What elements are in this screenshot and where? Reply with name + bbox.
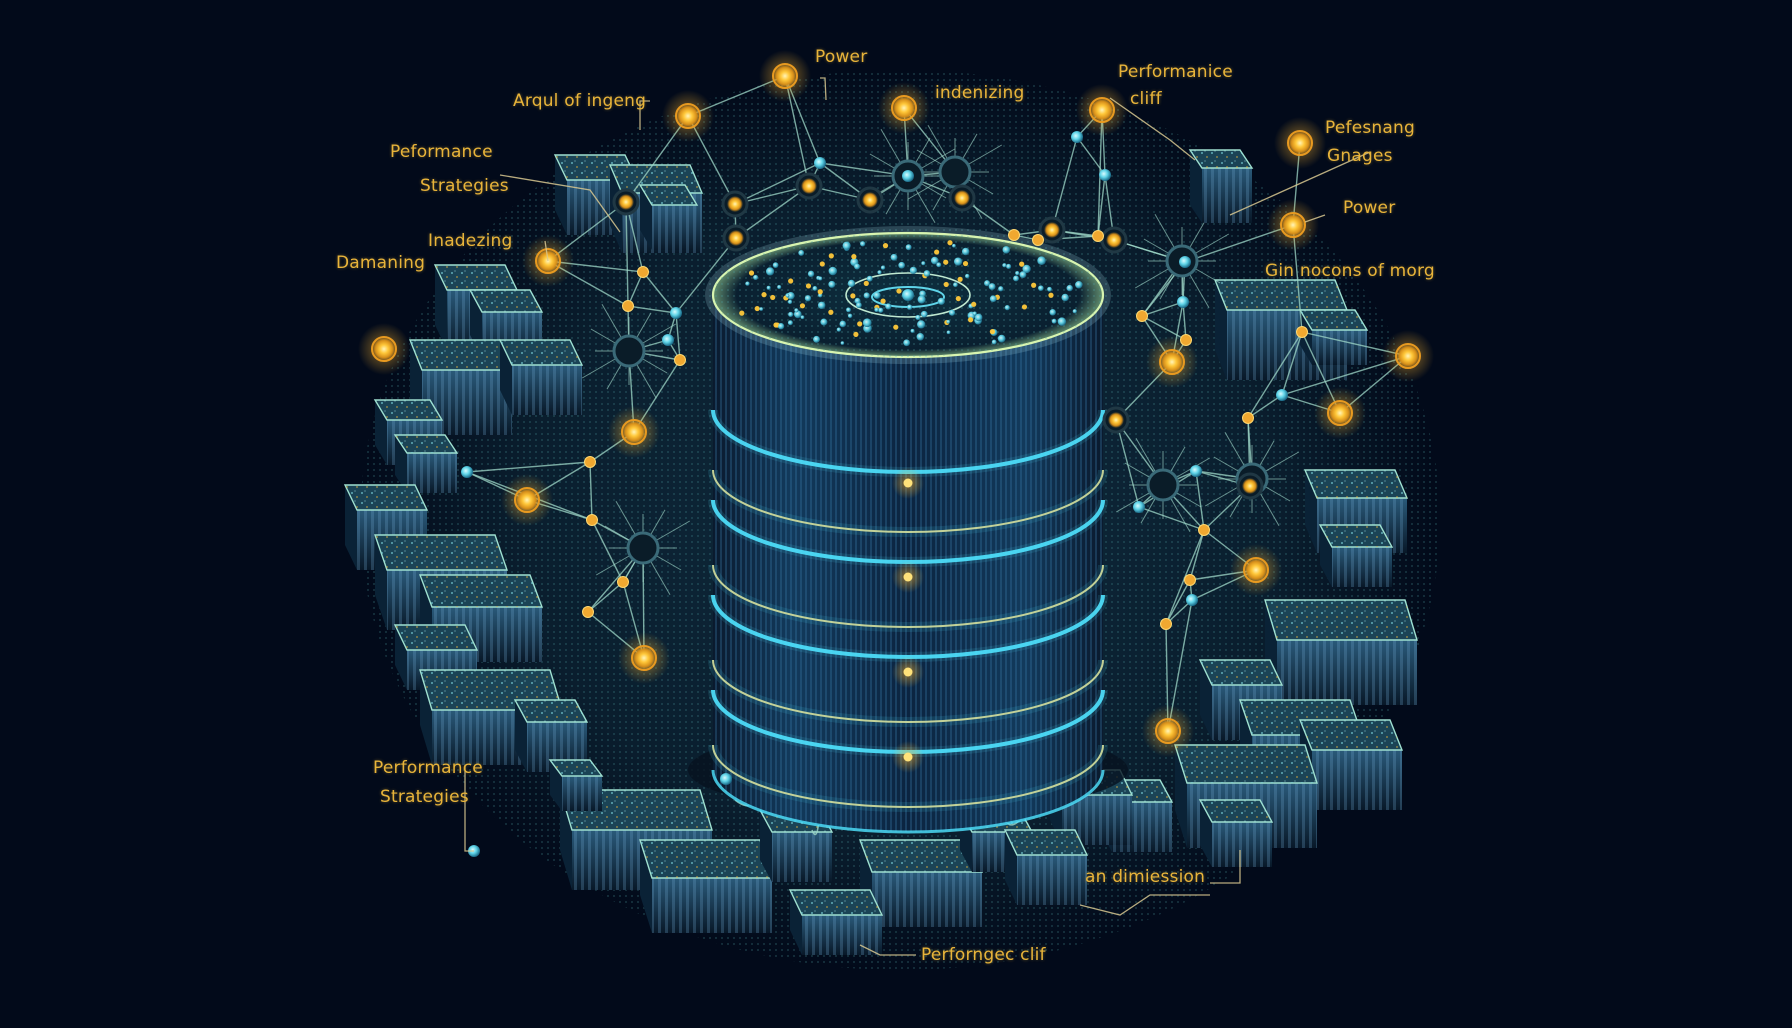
label-power-top: Power: [815, 45, 867, 69]
glowing-node-icon: [878, 82, 930, 134]
label-gnages: Gnages: [1327, 144, 1393, 168]
small-node-icon: [618, 577, 629, 588]
label-performance-bottom: Performance: [373, 756, 483, 780]
server-block: [1200, 800, 1272, 867]
small-node-icon: [675, 355, 686, 366]
small-node-icon: [1243, 413, 1254, 424]
small-node-icon: [1181, 335, 1192, 346]
label-gin-nocons: Gin nocons of morg: [1265, 259, 1435, 283]
hub-node-icon: [940, 157, 970, 187]
cyan-node-icon: [1190, 465, 1202, 477]
small-node-icon: [583, 607, 594, 618]
ringed-node-icon: [797, 174, 821, 198]
server-block: [1190, 150, 1252, 223]
label-strategies-bottom: Strategies: [380, 785, 469, 809]
small-node-icon: [1161, 619, 1172, 630]
glowing-node-icon: [608, 406, 660, 458]
small-node-icon: [1137, 311, 1148, 322]
glowing-node-icon: [662, 90, 714, 142]
server-block: [1300, 310, 1367, 365]
cyan-node-icon: [461, 466, 473, 478]
cyan-node-icon: [1179, 256, 1191, 268]
status-lamp-icon: [904, 753, 913, 762]
glowing-node-icon: [1230, 544, 1282, 596]
status-lamp-icon: [904, 573, 913, 582]
server-block: [640, 185, 697, 250]
label-peformance: Peformance: [390, 140, 493, 164]
status-lamp-icon: [904, 668, 913, 677]
label-inadezing: Inadezing: [428, 229, 512, 253]
ringed-node-icon: [950, 186, 974, 210]
glowing-node-icon: [358, 323, 410, 375]
cyan-node-icon: [720, 773, 732, 785]
glowing-node-icon: [618, 632, 670, 684]
small-node-icon: [585, 457, 596, 468]
hub-node-icon: [628, 533, 658, 563]
glowing-node-icon: [1274, 117, 1326, 169]
glowing-node-icon: [759, 50, 811, 102]
label-an-dimiession: an dimiession: [1085, 865, 1205, 889]
glowing-node-icon: [1267, 199, 1319, 251]
small-node-icon: [1185, 575, 1196, 586]
glowing-node-icon: [1314, 387, 1366, 439]
server-block: [1265, 600, 1417, 705]
label-indenizing: indenizing: [935, 81, 1024, 105]
small-node-icon: [638, 267, 649, 278]
ringed-node-icon: [858, 188, 882, 212]
ringed-node-icon: [614, 190, 638, 214]
cyan-node-icon: [1276, 389, 1288, 401]
ringed-node-icon: [724, 226, 748, 250]
cyan-node-icon: [1133, 501, 1145, 513]
hub-node-icon: [614, 336, 644, 366]
cyan-node-icon: [662, 334, 674, 346]
small-node-icon: [587, 515, 598, 526]
cyan-node-icon: [902, 170, 914, 182]
ringed-node-icon: [723, 192, 747, 216]
label-damaning: Damaning: [336, 251, 425, 275]
cyan-node-icon: [1186, 594, 1198, 606]
cyan-node-icon: [670, 307, 682, 319]
label-power-right: Power: [1343, 196, 1395, 220]
glowing-node-icon: [1382, 330, 1434, 382]
database-cylinder: [688, 230, 1128, 832]
cyan-node-icon: [1071, 131, 1083, 143]
glowing-node-icon: [1142, 705, 1194, 757]
cyan-node-icon: [1177, 296, 1189, 308]
label-arqul-of-ingeng: Arqul of ingeng: [513, 89, 646, 113]
hub-node-icon: [1148, 470, 1178, 500]
glowing-node-icon: [501, 474, 553, 526]
label-performance-cliff-2: cliff: [1130, 87, 1162, 111]
small-node-icon: [1033, 235, 1044, 246]
server-block: [500, 340, 582, 415]
server-block: [1320, 525, 1392, 587]
cyan-node-icon: [1099, 169, 1111, 181]
small-node-icon: [1093, 231, 1104, 242]
status-lamp-icon: [904, 479, 913, 488]
server-block: [550, 760, 602, 811]
label-pefesnang: Pefesnang: [1325, 116, 1415, 140]
server-block: [1005, 830, 1087, 905]
glowing-node-icon: [1076, 84, 1128, 136]
label-strategies-top: Strategies: [420, 174, 509, 198]
server-block: [640, 840, 772, 933]
server-block: [790, 890, 882, 955]
ringed-node-icon: [1102, 228, 1126, 252]
small-node-icon: [1009, 230, 1020, 241]
ringed-node-icon: [1238, 474, 1262, 498]
label-perforngec-clif: Perforngec clif: [921, 943, 1046, 967]
small-node-icon: [1199, 525, 1210, 536]
cyan-node-icon: [814, 157, 826, 169]
small-node-icon: [1297, 327, 1308, 338]
ringed-node-icon: [1104, 408, 1128, 432]
label-performance-cliff-1: Performanice: [1118, 60, 1233, 84]
small-node-icon: [623, 301, 634, 312]
